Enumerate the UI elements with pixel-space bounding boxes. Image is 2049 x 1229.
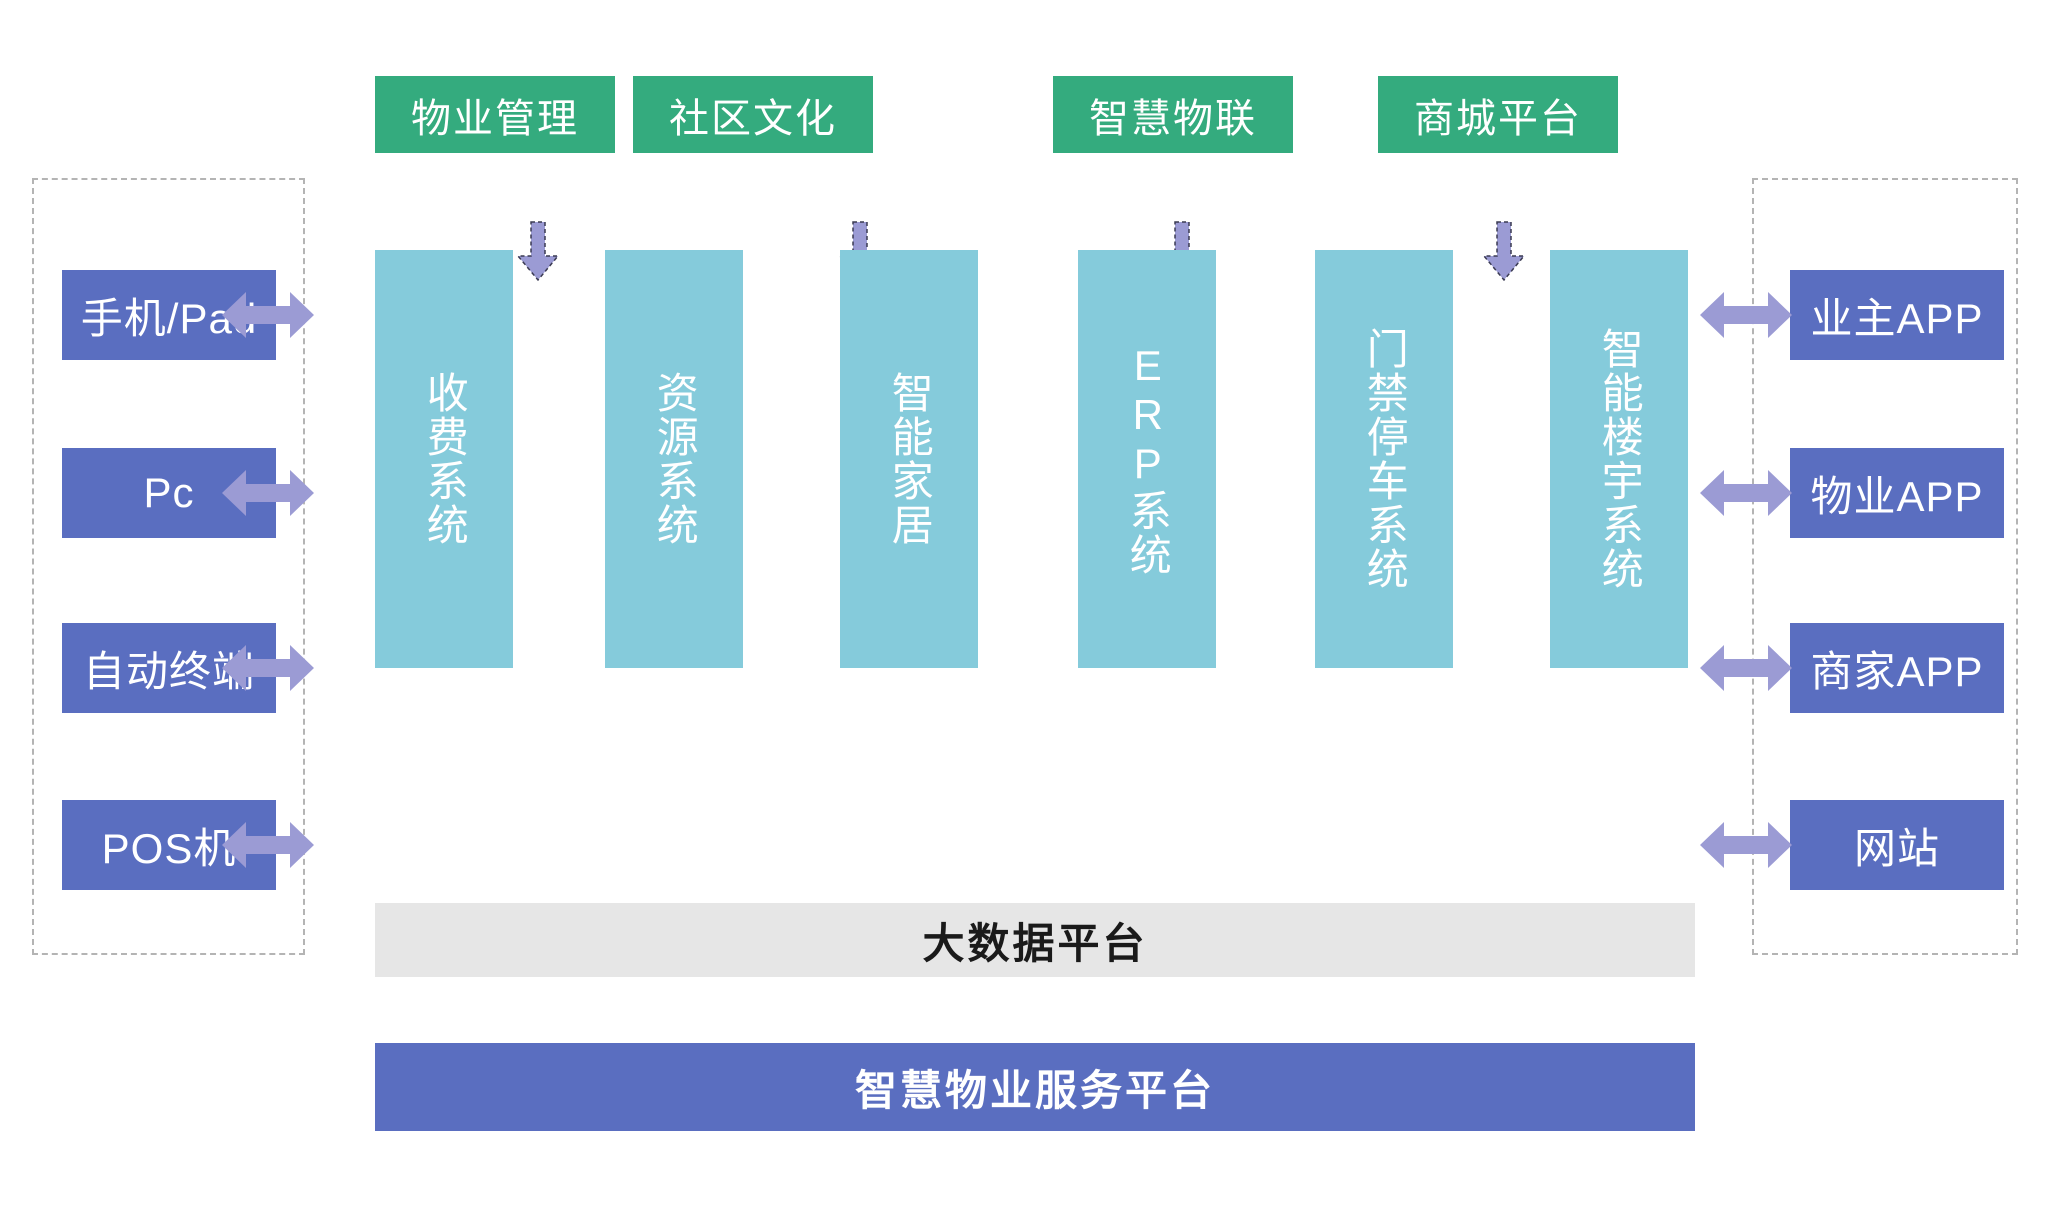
system-column-4[interactable]: ERP系统 <box>1078 250 1216 668</box>
system-column-label: 智能楼宇系统 <box>1596 327 1644 591</box>
system-column-2[interactable]: 资源系统 <box>605 250 743 668</box>
left-terminal-group-frame <box>32 178 305 955</box>
system-column-3[interactable]: 智能家居 <box>840 250 978 668</box>
system-column-1[interactable]: 收费系统 <box>375 250 513 668</box>
system-column-label: ERP系统 <box>1124 341 1172 577</box>
application-entry-box-3[interactable]: 商家APP <box>1790 623 2004 713</box>
application-entry-box-2[interactable]: 物业APP <box>1790 448 2004 538</box>
arrow-to-smartbuilding-system-icon <box>1482 221 1526 282</box>
terminal-connector-arrow-3-icon <box>222 639 314 697</box>
application-connector-arrow-2-icon <box>1700 464 1792 522</box>
arrow-to-charge-system-icon <box>516 221 560 282</box>
application-entry-box-4[interactable]: 网站 <box>1790 800 2004 890</box>
system-column-label: 资源系统 <box>651 371 699 547</box>
application-connector-arrow-4-icon <box>1700 816 1792 874</box>
system-column-label: 收费系统 <box>421 371 469 547</box>
bigdata-platform-bar: 大数据平台 <box>375 903 1695 977</box>
application-connector-arrow-3-icon <box>1700 639 1792 697</box>
application-entry-box-1[interactable]: 业主APP <box>1790 270 2004 360</box>
system-column-label: 智能家居 <box>886 371 934 547</box>
terminal-connector-arrow-1-icon <box>222 286 314 344</box>
application-connector-arrow-1-icon <box>1700 286 1792 344</box>
terminal-connector-arrow-4-icon <box>222 816 314 874</box>
capability-box-3[interactable]: 智慧物联 <box>1053 76 1293 153</box>
capability-box-1[interactable]: 物业管理 <box>375 76 615 153</box>
system-column-label: 门禁停车系统 <box>1361 327 1409 591</box>
service-platform-bar: 智慧物业服务平台 <box>375 1043 1695 1131</box>
terminal-device-box-1[interactable]: 手机/Pad <box>62 270 276 360</box>
right-application-group-frame <box>1752 178 2018 955</box>
system-column-5[interactable]: 门禁停车系统 <box>1315 250 1453 668</box>
capability-box-4[interactable]: 商城平台 <box>1378 76 1618 153</box>
capability-box-2[interactable]: 社区文化 <box>633 76 873 153</box>
system-column-6[interactable]: 智能楼宇系统 <box>1550 250 1688 668</box>
terminal-connector-arrow-2-icon <box>222 464 314 522</box>
